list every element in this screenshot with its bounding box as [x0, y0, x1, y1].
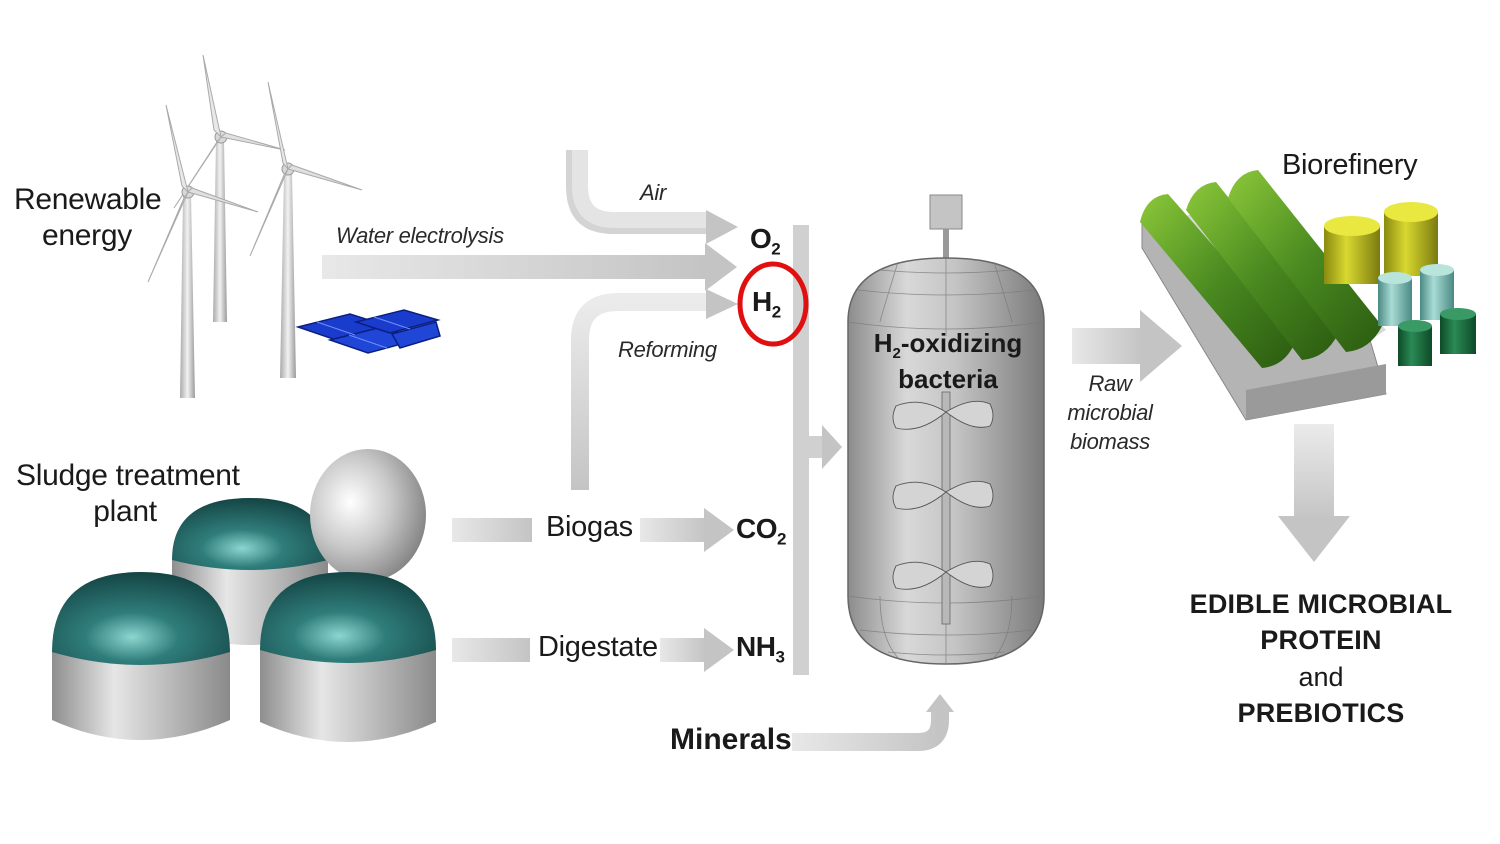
reforming-arrow	[571, 289, 738, 490]
sludge-plant	[52, 449, 436, 742]
electrolysis-arrow	[322, 243, 737, 291]
digestate-arrow	[452, 628, 734, 672]
h2-subscript: 2	[771, 302, 781, 322]
o2-subscript: 2	[771, 239, 781, 259]
wind-turbine-icon	[147, 104, 259, 398]
biogas-label: Biogas	[546, 511, 633, 543]
raw-biomass-label: Raw microbial biomass	[1060, 372, 1160, 453]
minerals-arrow	[792, 694, 954, 751]
biorefinery-label: Biorefinery	[1282, 149, 1418, 181]
biomass-arrow	[1072, 310, 1182, 382]
output-line-4: PREBIOTICS	[1237, 698, 1405, 729]
digester-icon	[52, 572, 230, 740]
reactor-title-line-1: H2-oxidizing	[856, 328, 1040, 363]
renewable-energy-line-1: Renewable	[14, 183, 162, 216]
nh3-base: NH	[736, 631, 776, 662]
reactor-title-line-2: bacteria	[898, 363, 998, 394]
arrows	[322, 150, 1350, 751]
storage-tank-icon	[1440, 308, 1476, 354]
storage-tank-icon	[1398, 320, 1432, 366]
o2-label: O2	[750, 223, 781, 259]
h2-highlight-circle	[737, 261, 809, 347]
wind-turbine-icon	[249, 81, 363, 378]
h2-base: H	[752, 286, 772, 317]
renewable-energy-line-2: energy	[42, 218, 132, 252]
biogas-arrow	[452, 508, 734, 552]
co2-base: CO	[736, 513, 778, 544]
storage-tank-icon	[1378, 272, 1412, 326]
nh3-label: NH3	[736, 631, 785, 667]
o2-base: O	[750, 223, 772, 254]
output-label: EDIBLE MICROBIAL PROTEIN and PREBIOTICS	[1180, 589, 1462, 729]
minerals-label: Minerals	[670, 723, 792, 756]
renewable-energy-label: Renewable energy	[14, 183, 162, 252]
solar-panel-icon	[295, 309, 441, 354]
digestate-label: Digestate	[538, 631, 658, 663]
biorefinery-icon	[1140, 170, 1476, 421]
output-line-1: EDIBLE MICROBIAL	[1189, 589, 1453, 619]
sludge-plant-line-1: Sludge treatment	[16, 459, 240, 492]
raw-biomass-line-2: microbial	[1067, 400, 1153, 426]
output-line-2: PROTEIN	[1260, 625, 1382, 656]
sludge-plant-label: Sludge treatment plant	[16, 459, 240, 528]
h2-label: H2	[752, 287, 781, 321]
raw-biomass-line-1: Raw	[1088, 371, 1132, 396]
storage-tank-icon	[1324, 216, 1380, 284]
co2-label: CO2	[736, 514, 786, 548]
sludge-plant-line-2: plant	[93, 494, 157, 528]
reforming-label: Reforming	[618, 337, 717, 362]
collector-bar	[793, 225, 842, 675]
bioreactor	[847, 194, 1045, 665]
storage-tank-icon	[1420, 264, 1454, 320]
reactor-title: H2-oxidizing bacteria	[856, 328, 1040, 394]
air-label: Air	[640, 180, 666, 205]
raw-biomass-line-3: biomass	[1070, 429, 1150, 455]
water-electrolysis-label: Water electrolysis	[336, 223, 504, 248]
output-line-3: and	[1298, 661, 1344, 692]
gas-holder-sphere-icon	[310, 449, 426, 581]
co2-subscript: 2	[777, 529, 786, 549]
digester-icon	[260, 572, 436, 742]
wind-turbines	[147, 54, 363, 398]
reactor-title-text: -oxidizing	[900, 328, 1023, 358]
reactor-h2-subscript: 2	[892, 345, 901, 363]
nh3-subscript: 3	[775, 647, 785, 667]
output-arrow	[1278, 424, 1350, 562]
reactor-h2-base: H	[873, 328, 893, 358]
air-arrow	[566, 150, 738, 244]
